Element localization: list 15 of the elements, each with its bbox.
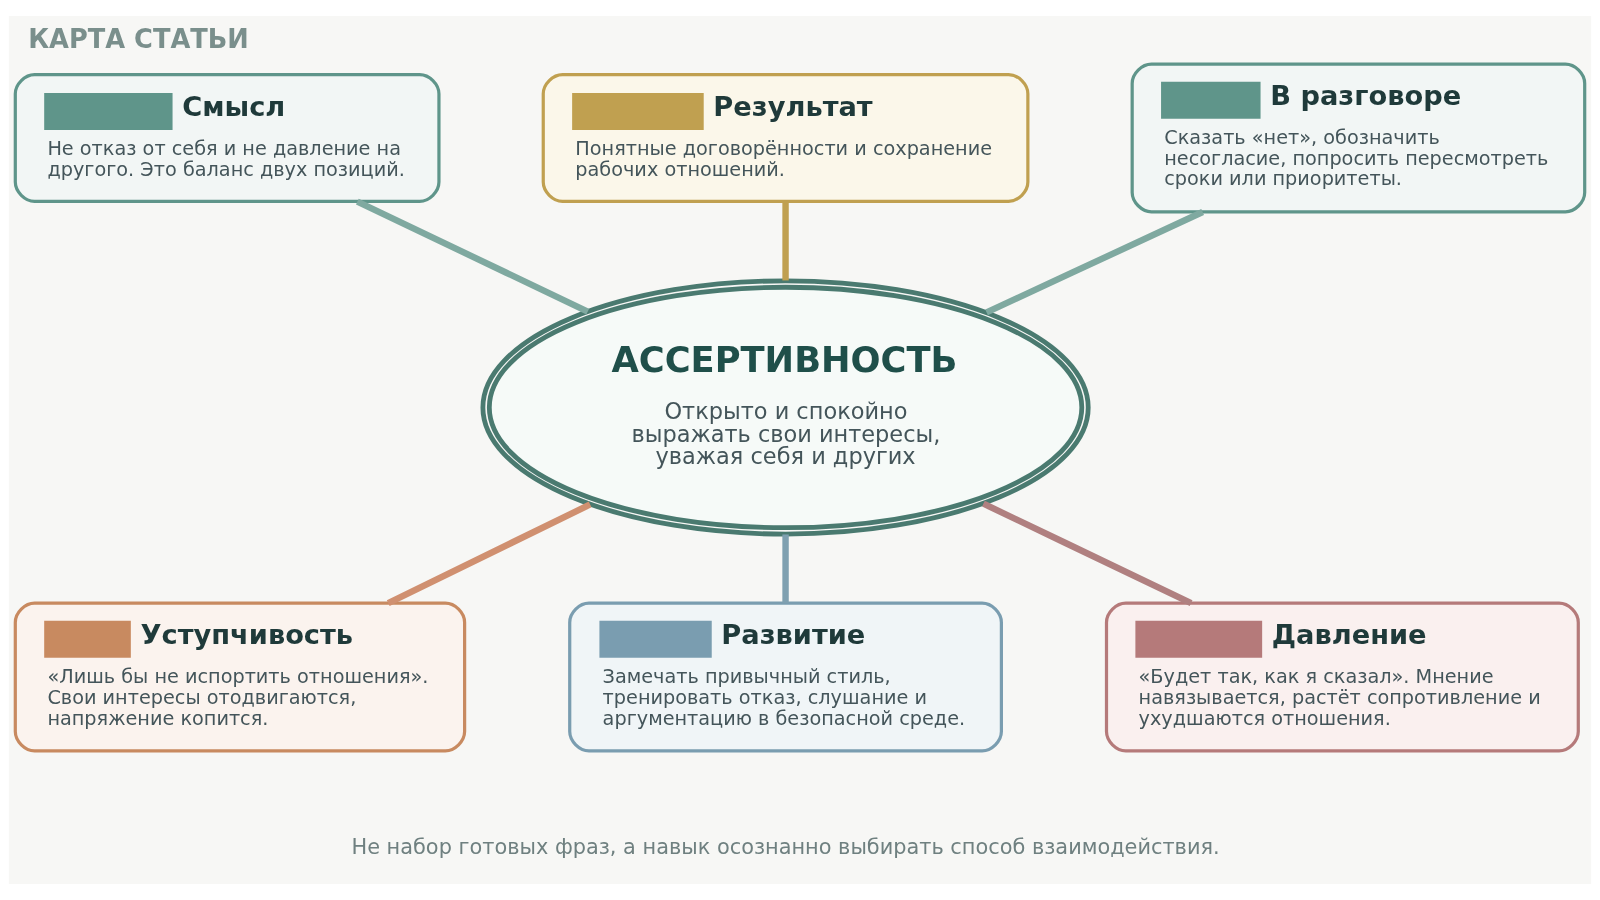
connector xyxy=(782,202,789,281)
caption: Не набор готовых фраз, а навык осознанно выбирать способ взаимодействия. xyxy=(351,835,1220,860)
connector xyxy=(982,500,1193,606)
connector xyxy=(355,198,590,315)
node-box: Смысл Не отказ от себя и не давление на другого. Это баланс двух позиций. xyxy=(13,72,441,203)
node-box: Развитие Замечать привычный стиль, тренировать отказ, слушание и аргументацию в безопасной среде. xyxy=(568,601,1003,753)
node-box: Результат Понятные договорённости и сохранение рабочих отношений. xyxy=(541,72,1030,203)
node-ellipse: АССЕРТИВНОСТЬ Открыто и спокойно выражать свои интересы, уважая себя и других xyxy=(480,278,1091,537)
diagram-title: КАРТА СТАТЬИ xyxy=(28,23,249,54)
connector xyxy=(985,209,1204,316)
connector xyxy=(386,501,592,606)
node-box: Давление «Будет так, как я сказал». Мнение навязывается, растёт сопротивление и ухудшаются отношения. xyxy=(1104,601,1580,753)
node-box: В разговоре Сказать «нет», обозначить несогласие, попросить пересмотреть сроки или приоритеты. xyxy=(1130,62,1587,214)
connector xyxy=(782,534,789,603)
node-box: Уступчивость «Лишь бы не испортить отношения». Свои интересы отодвигаются, напряжение копится. xyxy=(13,601,467,753)
